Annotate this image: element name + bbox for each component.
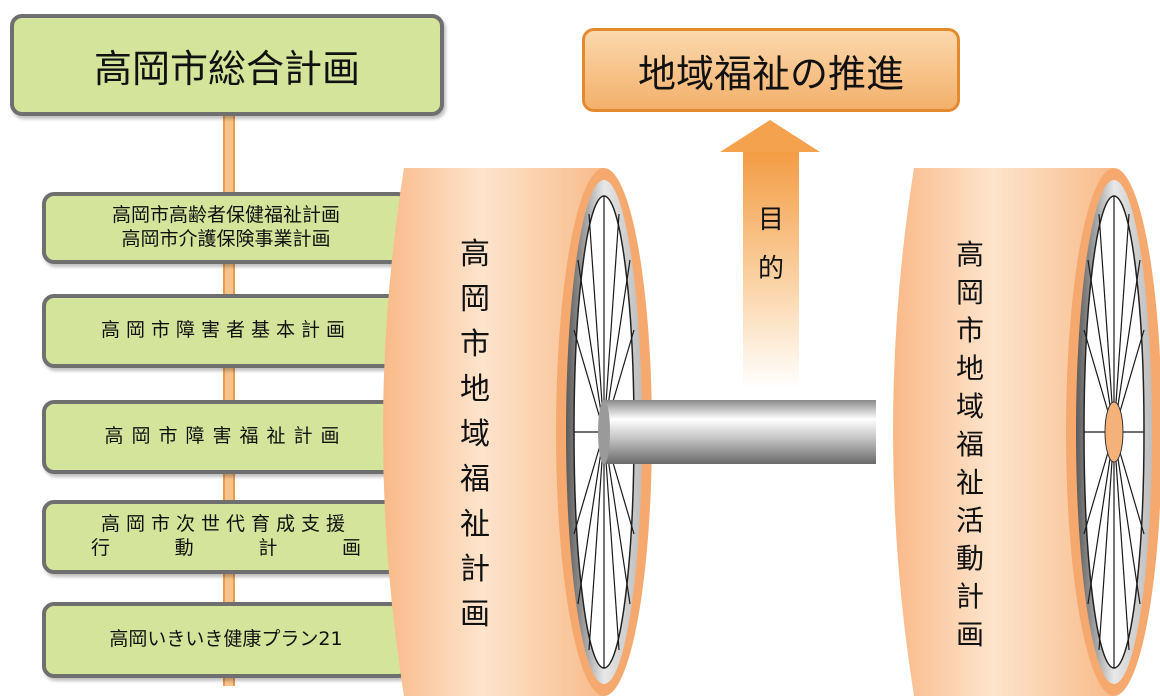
wheel-label-char: 活: [955, 504, 984, 537]
plan-label-char: 行: [91, 537, 111, 559]
wheel-label-char: 高: [955, 238, 984, 271]
plan-label-char: 動: [174, 537, 194, 559]
right-wheel: [893, 168, 1160, 696]
purpose-arrow-label: 目 的: [743, 196, 799, 295]
wheel-label-char: 福: [460, 462, 490, 497]
wheel-label-char: 画: [460, 597, 490, 632]
plan-label: 高岡市障害者基本計画: [100, 319, 351, 342]
main-plan-label: 高岡市総合計画: [93, 46, 360, 91]
right-wheel-label: 高 岡 市 地 域 福 祉 活 動 計 画: [950, 236, 990, 654]
plan-label-row: 行 動 計 画: [91, 537, 361, 561]
plan-label: 高岡市障害福祉計画: [104, 425, 348, 448]
goal-box: 地域福祉の推進: [582, 28, 960, 112]
plan-box-disability-welfare: 高岡市障害福祉計画: [42, 400, 410, 474]
plan-label: 高岡いきいき健康プラン21: [109, 628, 343, 651]
wheel-label-char: 地: [460, 372, 490, 407]
goal-label: 地域福祉の推進: [637, 51, 904, 96]
plan-label-char: 画: [341, 537, 361, 559]
wheel-label-char: 計: [460, 552, 490, 587]
wheel-label-char: 高: [460, 237, 490, 272]
plan-box-elderly: 高岡市高齢者保健福祉計画 高岡市介護保険事業計画: [42, 192, 410, 264]
wheel-label-char: 動: [955, 542, 984, 575]
wheel-label-char: 域: [955, 390, 984, 423]
wheel-label-char: 市: [955, 314, 984, 347]
wheel-label-char: 祉: [955, 466, 984, 499]
wheel-label-char: 岡: [955, 276, 984, 309]
wheel-label-char: 地: [955, 352, 984, 385]
plan-label-char: 計: [258, 537, 278, 559]
wheel-label-char: 域: [460, 417, 490, 452]
arrow-label-char: 目: [757, 205, 784, 235]
axle: [604, 400, 876, 464]
wheel-label-char: 岡: [460, 282, 490, 317]
purpose-arrow-head: [720, 120, 820, 152]
purpose-arrow-shaft: [743, 151, 799, 388]
left-wheel-label: 高 岡 市 地 域 福 祉 計 画: [452, 232, 498, 637]
wheel-label-char: 福: [955, 428, 984, 461]
wheel-label-char: 画: [955, 618, 984, 651]
plan-box-health: 高岡いきいき健康プラン21: [42, 602, 410, 678]
plan-label: 高岡市次世代育成支援: [100, 513, 351, 536]
wheel-label-char: 市: [460, 327, 490, 362]
wheel-label-char: 計: [955, 580, 984, 613]
plan-box-disability-basic: 高岡市障害者基本計画: [42, 294, 410, 368]
plan-box-next-generation: 高岡市次世代育成支援 行 動 計 画: [42, 500, 410, 574]
main-plan-box: 高岡市総合計画: [10, 14, 444, 116]
arrow-label-char: 的: [757, 254, 784, 285]
wheel-label-char: 祉: [460, 507, 490, 542]
plan-label: 高岡市介護保険事業計画: [121, 228, 331, 250]
plan-label: 高岡市高齢者保健福祉計画: [111, 204, 340, 227]
